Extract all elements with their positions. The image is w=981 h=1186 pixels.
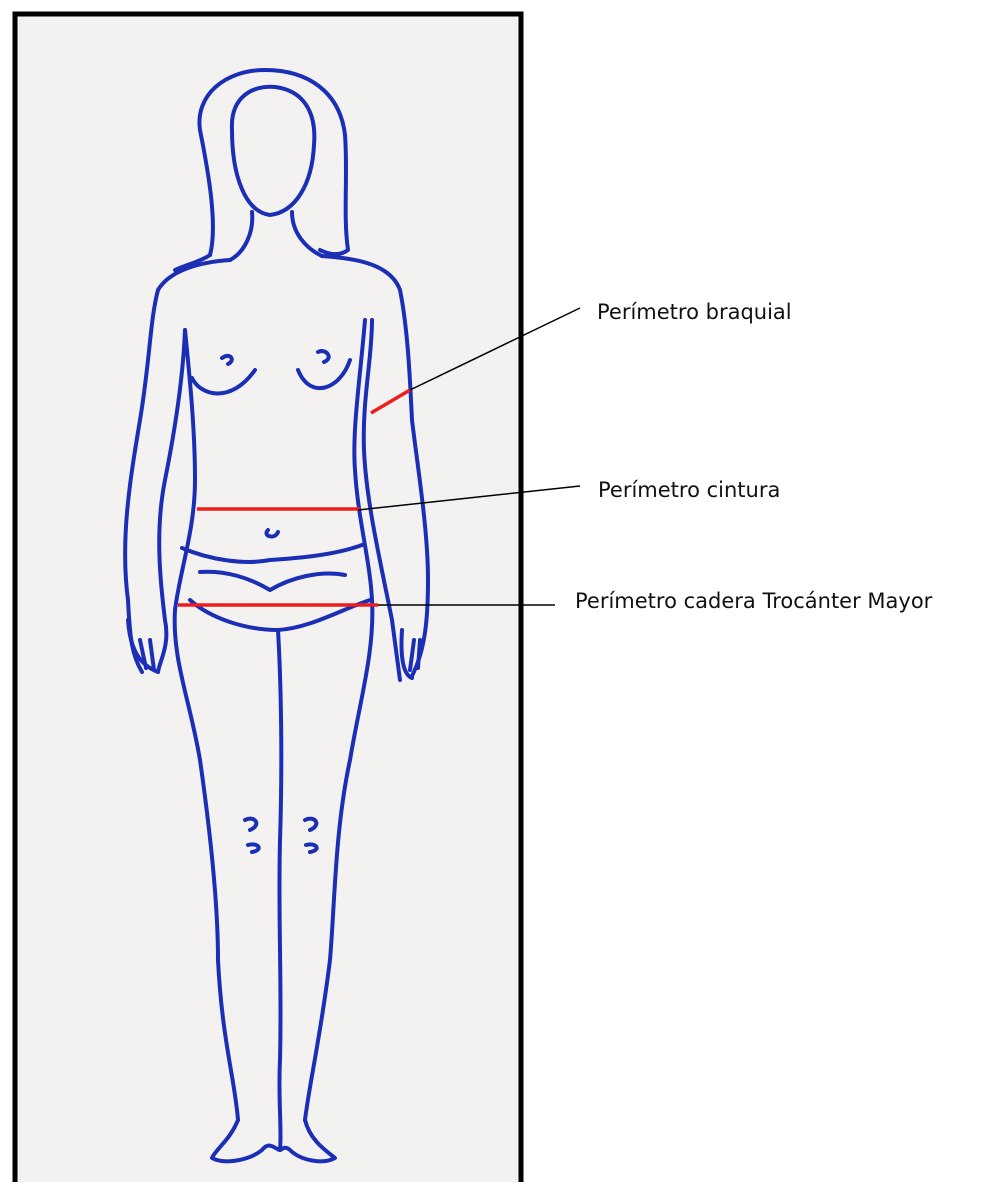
label-perimetro-braquial: Perímetro braquial — [597, 300, 792, 324]
figure-panel — [15, 14, 521, 1182]
label-perimetro-cintura: Perímetro cintura — [598, 478, 780, 502]
label-perimetro-cadera: Perímetro cadera Trocánter Mayor — [575, 589, 932, 613]
